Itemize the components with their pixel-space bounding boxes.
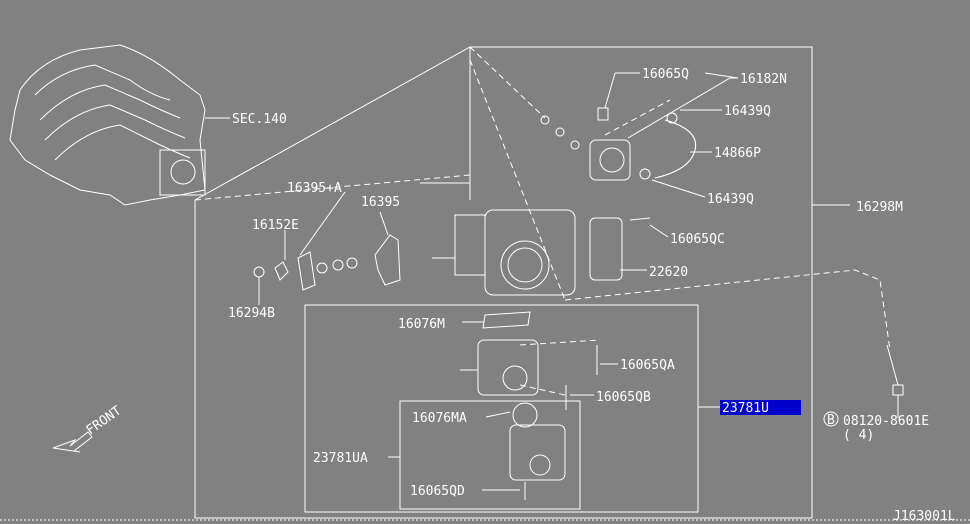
label-16298M[interactable]: 16298M [856,200,903,215]
label-22620[interactable]: 22620 [649,265,688,280]
label-16395A[interactable]: 16395+A [287,181,342,196]
label-23781U[interactable]: 23781U [722,401,769,416]
label-23781UA[interactable]: 23781UA [313,451,368,466]
label-sec140[interactable]: SEC.140 [232,112,287,127]
linkage-drawing [253,234,401,291]
label-16065QC[interactable]: 16065QC [670,232,725,247]
label-16152E[interactable]: 16152E [252,218,299,233]
label-front: FRONT [84,403,125,438]
intake-manifold-drawing [9,44,230,206]
label-16065QA[interactable]: 16065QA [620,358,675,373]
label-16294B[interactable]: 16294B [228,306,275,321]
bolt-drawing [886,344,904,410]
label-16076M[interactable]: 16076M [398,317,445,332]
leader-lines [258,72,899,491]
label-16065QD[interactable]: 16065QD [410,484,465,499]
bolt-circle-letter: B [827,413,835,428]
frame-lines [0,46,970,521]
label-08120-8601E[interactable]: 08120-8601E [843,414,929,429]
selected-part-highlight [720,400,801,415]
label-14866P[interactable]: 14866P [714,146,761,161]
label-16065Q[interactable]: 16065Q [642,67,689,82]
label-16395[interactable]: 16395 [361,195,400,210]
throttle-body-drawing [432,209,651,296]
label-16076MA[interactable]: 16076MA [412,411,467,426]
label-16182N[interactable]: 16182N [740,72,787,87]
label-bolt-quantity: ( 4) [843,428,874,443]
front-arrow-icon [52,431,93,453]
tps-drawing [460,311,598,500]
label-16439Q-bottom[interactable]: 16439Q [707,192,754,207]
label-16065QB[interactable]: 16065QB [596,390,651,405]
diagram-code: J163001L [893,509,956,524]
bolt-circle-icon [823,411,839,427]
label-16439Q-top[interactable]: 16439Q [724,104,771,119]
aac-valve-drawing [540,107,697,181]
guide-lines [194,46,891,396]
